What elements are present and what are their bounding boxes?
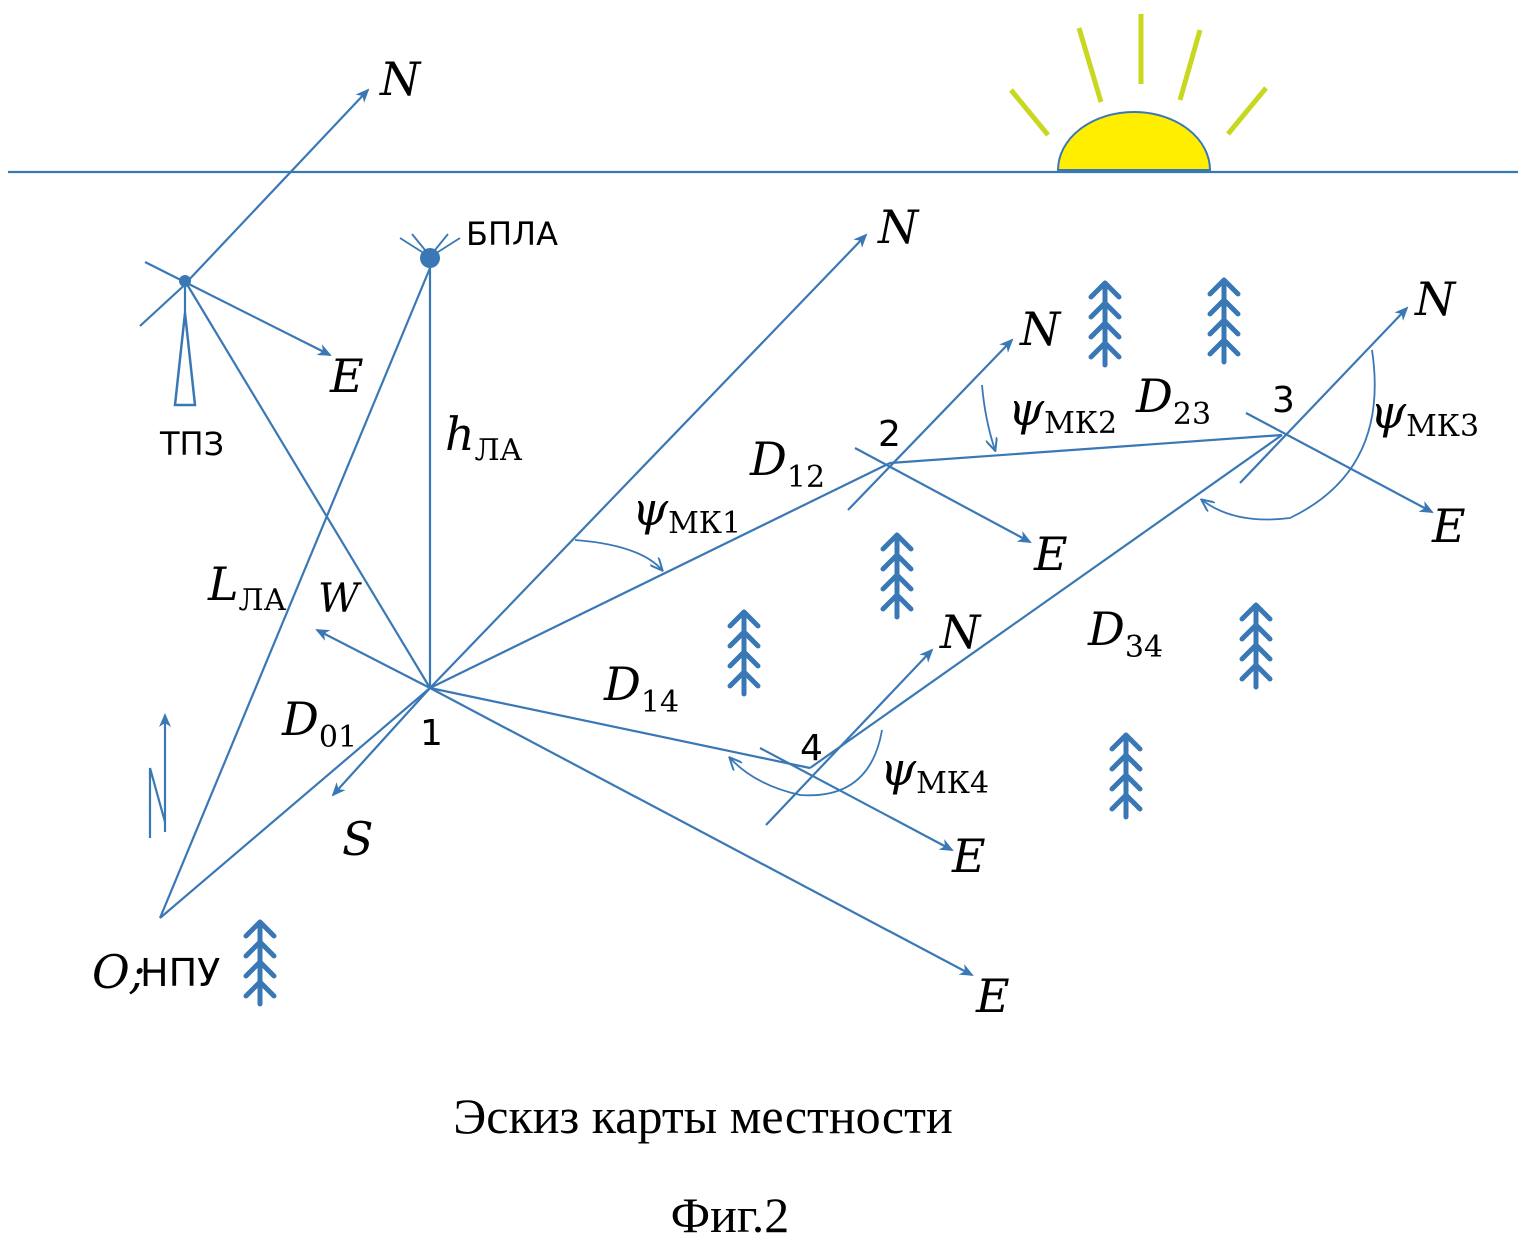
psi1-arc (574, 539, 662, 570)
label-d14: D14 (603, 657, 679, 720)
label-psi-mk2: ψМК2 (1008, 382, 1117, 441)
label-psi-mk1: ψМК1 (632, 482, 741, 541)
north-2-axis (847, 338, 1014, 511)
label-east-1: E (975, 969, 1010, 1023)
label-d12: D12 (749, 432, 825, 495)
sun-icon (1009, 14, 1268, 171)
label-psi-mk4: ψМК4 (880, 742, 989, 801)
label-east-4: E (951, 829, 986, 883)
label-north-4: N (939, 605, 982, 659)
label-uav: БПЛА (466, 215, 558, 253)
figure-caption: Эскиз карты местности (453, 1088, 952, 1144)
psi3-arc (1202, 349, 1376, 521)
north-4-axis (765, 648, 934, 826)
north-indicator-icon (148, 713, 171, 838)
east-3-axis (1245, 412, 1434, 513)
label-south: S (342, 812, 374, 866)
label-h-la: hЛА (445, 407, 523, 468)
label-east-2: E (1033, 527, 1068, 581)
label-north-1: N (877, 200, 920, 254)
point-1-label: 1 (420, 713, 443, 754)
label-east-3: E (1431, 499, 1466, 553)
label-east-tpz: E (329, 349, 364, 403)
psi4-arc (730, 729, 883, 797)
tree-icon-6 (1109, 732, 1143, 820)
d12-line (429, 462, 891, 689)
tree-icon-2 (1207, 277, 1241, 365)
tree-icon-3 (880, 532, 914, 620)
label-north-tpz: N (379, 52, 422, 106)
point-3-label: 3 (1272, 380, 1295, 421)
east-4-axis (759, 747, 954, 851)
label-d34: D34 (1087, 602, 1163, 665)
label-tpz: ТПЗ (159, 425, 224, 463)
label-north-3: N (1414, 272, 1457, 326)
psi2-arc (981, 384, 995, 450)
label-north-2: N (1019, 302, 1062, 356)
tree-icon-7 (243, 919, 277, 1007)
west-1-axis (315, 629, 431, 689)
tpz-to-1-line (184, 280, 431, 689)
figure-number: Фиг.2 (671, 1187, 790, 1242)
south-1-axis (331, 687, 431, 797)
north-1-axis (429, 233, 868, 689)
point-2-label: 2 (878, 414, 901, 455)
east-1-axis (429, 687, 974, 976)
label-l-la: LЛА (207, 557, 287, 618)
label-d23: D23 (1135, 369, 1211, 432)
label-west: W (318, 576, 362, 622)
d01-line (159, 687, 431, 919)
tree-icon-5 (1239, 602, 1273, 690)
d34-line (809, 434, 1283, 769)
label-origin: O; (92, 945, 145, 999)
point-4-label: 4 (800, 728, 823, 769)
tree-icon-4 (727, 609, 761, 697)
label-d01: D01 (281, 692, 357, 755)
north-3-axis (1239, 306, 1409, 484)
d23-line (889, 433, 1283, 465)
label-psi-mk3: ψМК3 (1370, 385, 1479, 444)
uav-marker (399, 233, 461, 268)
tree-icon-1 (1088, 280, 1122, 368)
east-2-axis (854, 447, 1032, 543)
d14-line (429, 686, 811, 770)
slant-range-line (158, 267, 432, 919)
label-npu: НПУ (140, 951, 220, 995)
